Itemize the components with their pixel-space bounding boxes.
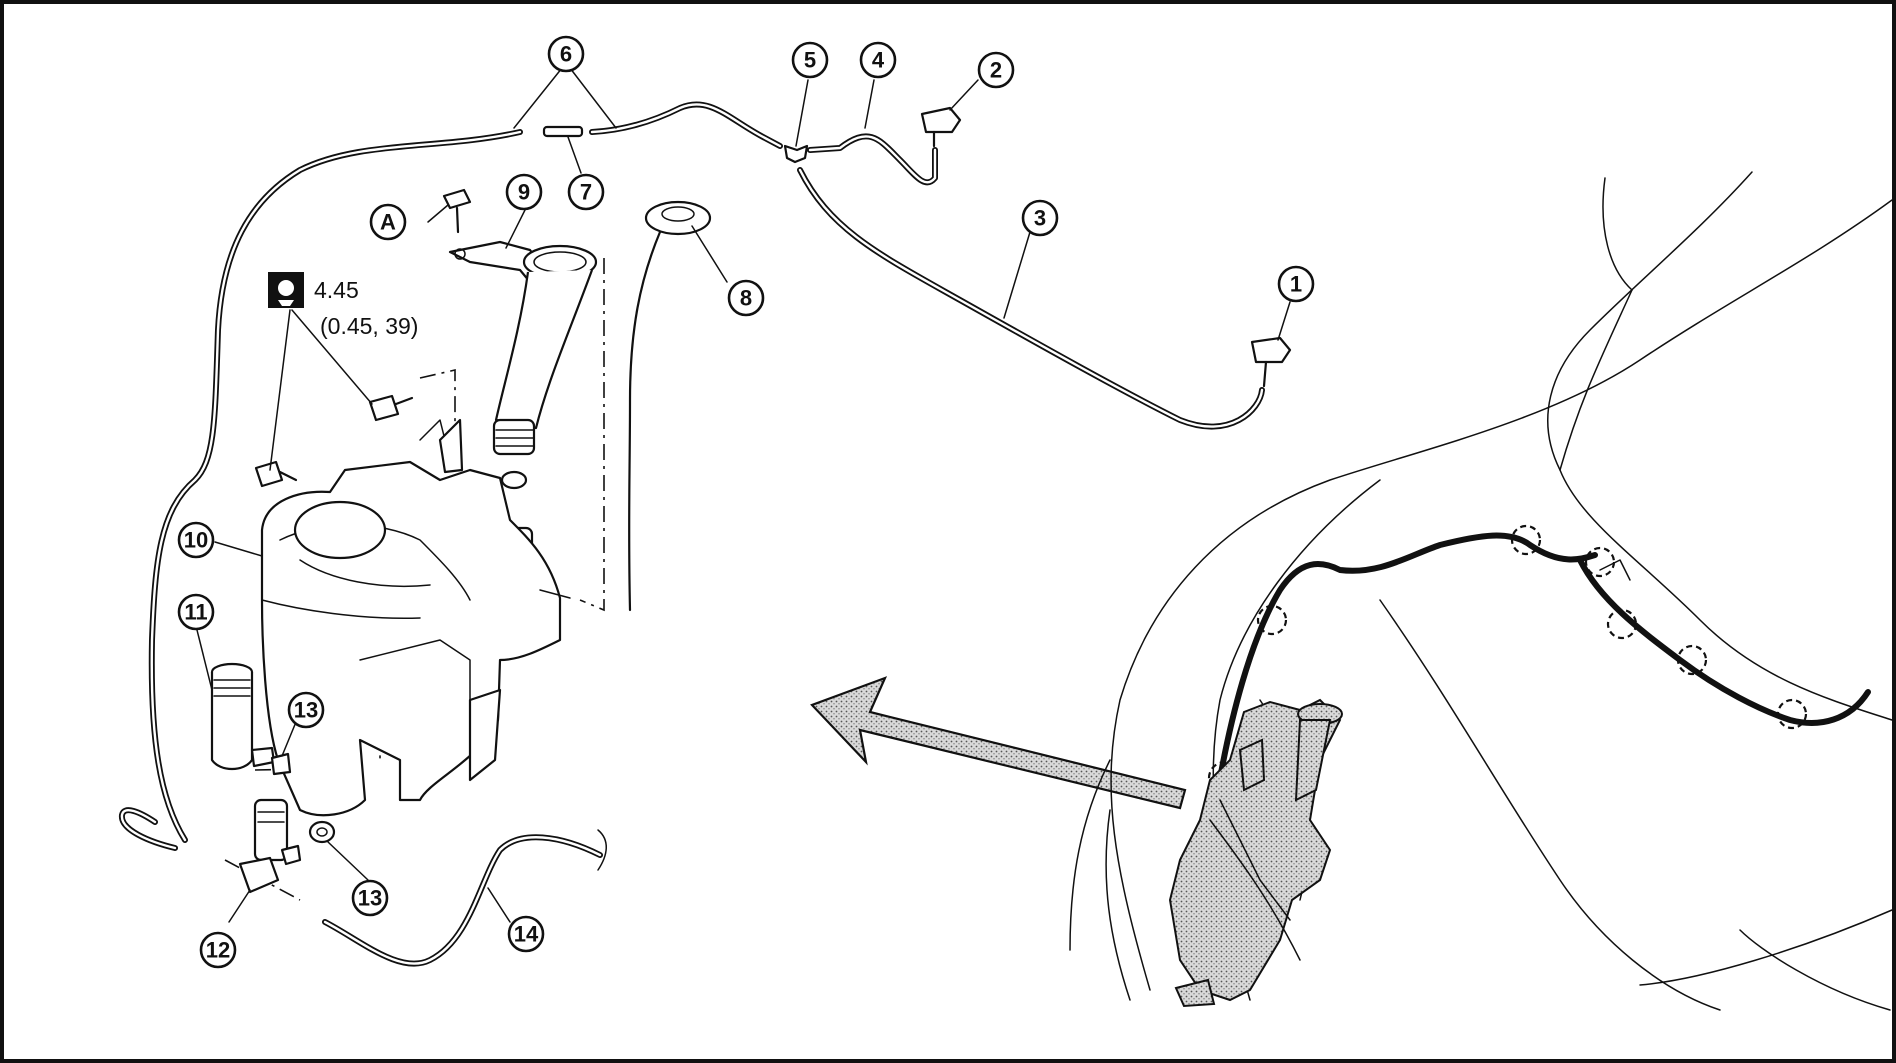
svg-text:14: 14: [514, 922, 539, 947]
callout-11: 11: [177, 593, 215, 631]
svg-text:6: 6: [560, 42, 572, 67]
callout-14: 14: [507, 915, 545, 953]
washer-nozzle-1: [1250, 336, 1292, 388]
leader-lines: [196, 67, 1291, 923]
svg-text:12: 12: [206, 938, 230, 963]
torque-spec: 4.45 (0.45, 39): [268, 272, 418, 471]
svg-text:A: A: [380, 210, 396, 235]
check-valve-5: [783, 144, 809, 164]
svg-text:1: 1: [1290, 272, 1302, 297]
washer-tank-10: [260, 418, 571, 817]
svg-text:11: 11: [184, 600, 207, 625]
svg-text:13: 13: [358, 886, 382, 911]
svg-text:4: 4: [872, 48, 885, 73]
callout-7: 7: [567, 173, 605, 211]
washer-pump-12: [238, 798, 302, 894]
svg-text:3: 3: [1034, 206, 1046, 231]
callout-8: 8: [727, 279, 765, 317]
torque-alt: (0.45, 39): [320, 313, 418, 339]
callout-13-lower: 13: [351, 879, 389, 917]
svg-text:13: 13: [294, 698, 318, 723]
callout-13-upper: 13: [287, 691, 325, 729]
hose-elbow-left: [119, 807, 178, 851]
torque-value: 4.45: [314, 277, 359, 303]
callout-5: 5: [791, 41, 829, 79]
callout-9: 9: [505, 173, 543, 211]
washer-hose-4: [807, 133, 938, 186]
hose-connector-7: [542, 125, 584, 138]
svg-text:2: 2: [990, 58, 1002, 83]
clip-A: [442, 188, 472, 234]
svg-text:8: 8: [740, 286, 752, 311]
installed-washer-tank: [1168, 698, 1343, 1008]
vehicle-body-view: [1069, 171, 1893, 1011]
washer-hose-3: [797, 167, 1265, 430]
callout-1: 1: [1277, 265, 1315, 303]
svg-text:9: 9: [518, 180, 530, 205]
grommet-13-upper: [270, 752, 292, 776]
callout-6: 6: [547, 35, 585, 73]
callout-3: 3: [1021, 199, 1059, 237]
washer-nozzle-2: [920, 106, 962, 148]
callout-10: 10: [177, 521, 215, 559]
callout-4: 4: [859, 41, 897, 79]
svg-text:7: 7: [580, 180, 592, 205]
mounting-bolt-lower: [254, 460, 298, 488]
callout-12: 12: [199, 931, 237, 969]
washer-hose-front: [589, 101, 783, 149]
filler-cap-8: [628, 200, 712, 612]
mounting-bolt-upper: [368, 394, 414, 422]
svg-text:5: 5: [804, 48, 816, 73]
washer-hose-main: [148, 129, 523, 843]
washer-hose-14: [322, 829, 607, 967]
callout-A: A: [369, 203, 407, 241]
grommet-13-lower: [308, 820, 336, 844]
vehicle-hose-route: [1215, 532, 1871, 793]
direction-arrow: [810, 676, 1187, 810]
callout-2: 2: [977, 51, 1015, 89]
washer-motor-11: [210, 662, 276, 771]
svg-text:10: 10: [184, 528, 208, 553]
